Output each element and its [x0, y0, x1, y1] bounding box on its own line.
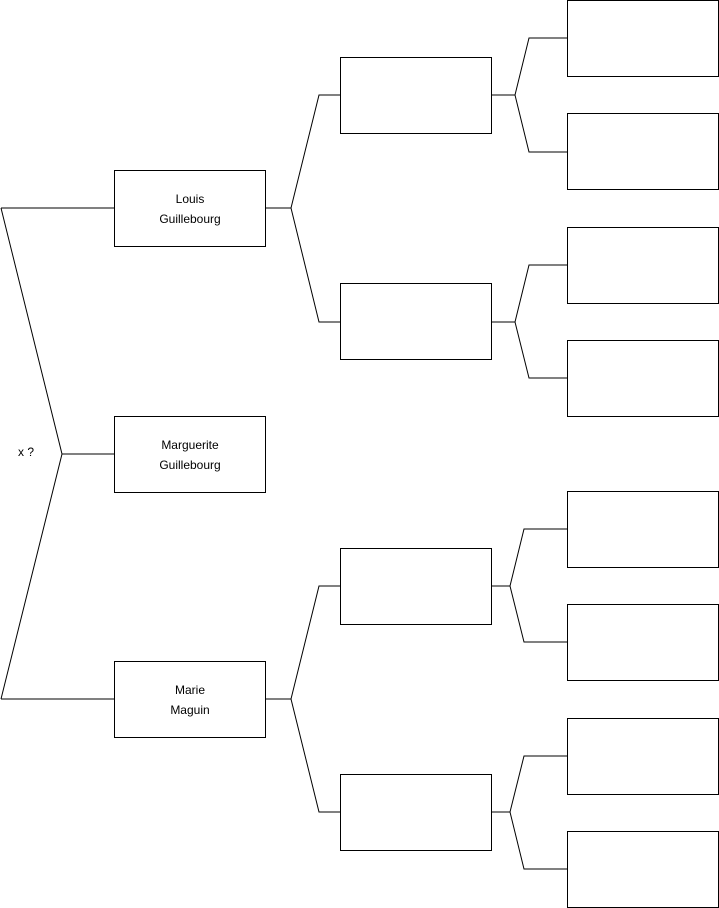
connector-ggp1: [514, 37, 567, 153]
mother-last-name: Maguin: [170, 702, 210, 717]
person-box-paternal-grandmother[interactable]: [340, 283, 492, 360]
person-box-ggp-2[interactable]: [567, 113, 719, 190]
person-box-father[interactable]: Louis Guillebourg: [114, 170, 266, 247]
father-last-name: Guillebourg: [159, 211, 221, 226]
person-box-maternal-grandfather[interactable]: [340, 548, 492, 625]
person-box-ggp-5[interactable]: [567, 491, 719, 568]
person-box-ggp-6[interactable]: [567, 604, 719, 681]
mother-first-name: Marie: [174, 682, 205, 697]
person-box-ggp-8[interactable]: [567, 831, 719, 908]
person-box-ggp-7[interactable]: [567, 718, 719, 795]
person-box-ggp-1[interactable]: [567, 0, 719, 77]
connector-ggp2: [514, 264, 567, 379]
person-box-ggp-3[interactable]: [567, 227, 719, 304]
person-box-ggp-4[interactable]: [567, 340, 719, 417]
connector-ggp3: [509, 528, 567, 643]
connector-father-parents: [290, 94, 341, 323]
connector-ggp4: [509, 755, 567, 870]
person-box-maternal-grandmother[interactable]: [340, 774, 492, 851]
person-box-child[interactable]: Marguerite Guillebourg: [114, 416, 266, 493]
marriage-marker: x ?: [18, 445, 35, 459]
person-box-mother[interactable]: Marie Maguin: [114, 661, 266, 738]
connector-mother-parents: [290, 585, 341, 813]
child-first-name: Marguerite: [161, 437, 219, 452]
person-box-paternal-grandfather[interactable]: [340, 57, 492, 134]
father-first-name: Louis: [175, 191, 205, 206]
child-last-name: Guillebourg: [159, 457, 221, 472]
